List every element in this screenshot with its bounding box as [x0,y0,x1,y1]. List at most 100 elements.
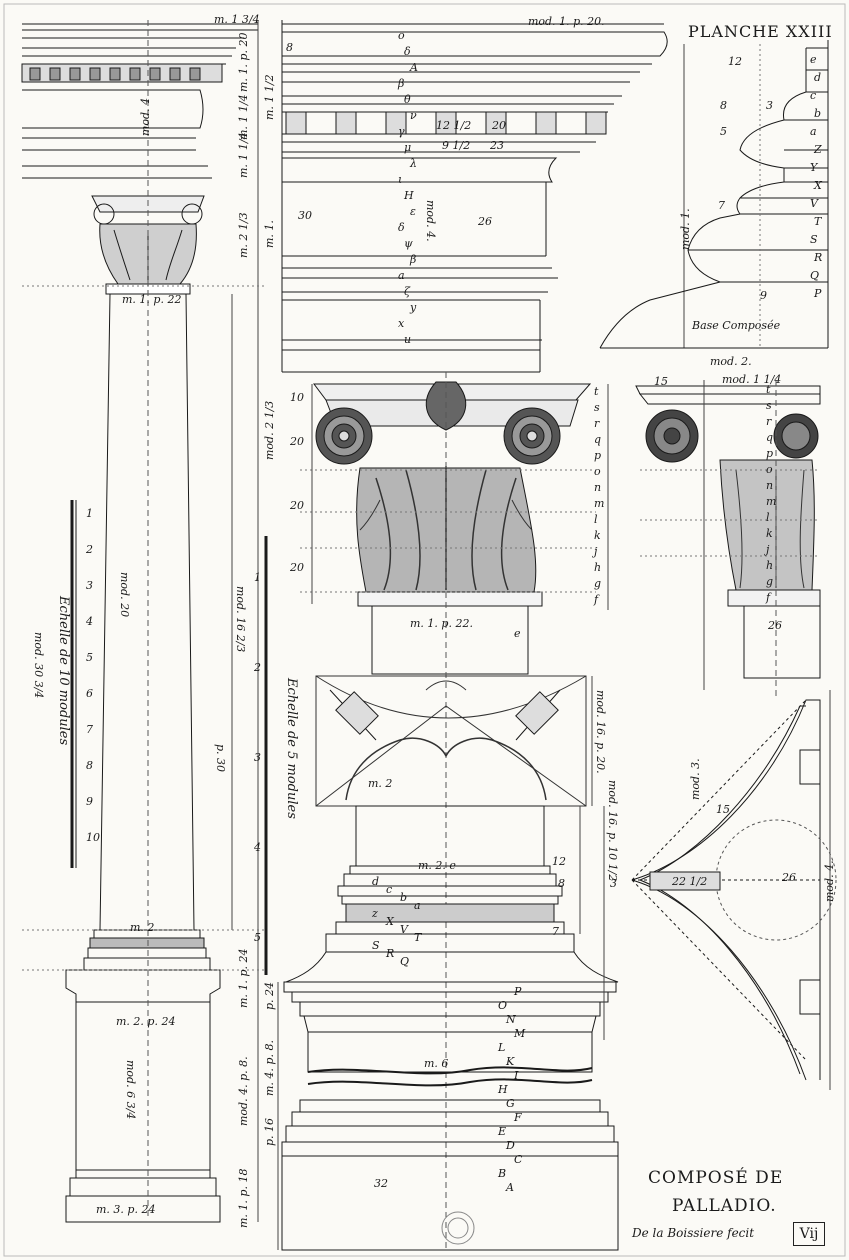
arch: m. 1 1/4 [237,132,250,178]
capital-letter: t [594,385,599,398]
scale-bar-10-modules [70,500,77,868]
entab-mod4: mod. 4. [424,200,437,242]
pedestal-letter: M [514,1027,526,1040]
base-profile [599,40,829,349]
capital-20a: 20 [290,435,304,448]
entablature-letter: δ [404,45,411,58]
pedestal-p: m. 1. p. 24 [237,948,250,1008]
base-letter: Y [810,161,818,174]
caption-line-2: PALLADIO. [672,1196,777,1216]
side-capital-letter: h [766,559,774,572]
side-capital-letter: q [766,431,774,444]
base-letter: c [810,89,817,102]
page-number: Vij [793,1222,825,1246]
pedestal-12: 12 [552,855,566,868]
scale-tick: 5 [86,651,93,664]
entablature-letter: β [398,77,405,90]
base-letter: R [814,251,823,264]
pedestal-letter: G [506,1097,515,1110]
scale-tick: 1 [254,571,261,584]
pedestal-m6: m. 6 [424,1057,449,1070]
base-letter: V [810,197,818,210]
capital-label: m. 1. p. 22. [410,617,473,630]
scale-tick: 2 [254,661,261,674]
pedestal-letter: S [372,939,380,952]
pedestal-letter: H [498,1083,508,1096]
sixteen-modules: mod. 16 2/3 [234,586,247,653]
pedestal-letter: V [400,923,408,936]
capital-height: m. 2 1/3 [237,212,250,258]
entab-9: 9 1/2 [442,139,471,152]
base-12: 12 [728,55,742,68]
capital-letter: f [594,593,599,606]
pedestal-letter: a [414,899,421,912]
foot: m. 1. p. 18 [237,1168,250,1228]
pedestal-height: mod. 6 3/4 [124,1060,137,1120]
plate-frame [3,3,846,1257]
side-capital-letter: o [766,463,773,476]
capital-letter: r [594,417,600,430]
side-capital-letter: p [766,447,774,460]
side-capital-letter: n [766,479,774,492]
scale-5-label: Echelle de 5 modules [284,678,299,819]
entablature-letter: γ [398,125,405,138]
pedestal-letter: B [498,1167,507,1180]
entablature-letter: δ [398,221,405,234]
plan-26: 26 [782,871,796,884]
base-letter: T [814,215,822,228]
entablature-letter: ζ [404,285,410,298]
entablature-letter: ν [410,109,417,122]
entablature-letter: ε [410,205,416,218]
entab-8: 8 [286,41,293,54]
entablature-letter: y [410,301,417,314]
entablature-mod: mod. 4 [139,97,152,136]
plinth-p: m. 2. p. 24 [116,1015,176,1028]
entablature-letter: λ [410,157,417,170]
capital-20b: 20 [290,499,304,512]
pedestal-letter: X [386,915,394,928]
pedestal-letter: d [372,875,380,888]
entab-30: 30 [298,209,312,222]
engraver-signature: De la Boissiere fecit [632,1226,755,1240]
scale-tick: 3 [86,579,93,592]
scale-10-label: Echelle de 10 modules [56,596,71,746]
plan-mod3: mod. 3. [689,758,702,800]
pedestal-p24: p. 24 [263,981,276,1010]
scale-tick: 8 [86,759,93,772]
side-capital-elevation [635,380,821,700]
pedestal-base: m. 3. p. 24 [96,1203,156,1216]
plan-m2: m. 2 [368,777,393,790]
pedestal-detail [277,805,619,1251]
side-plan [631,690,837,1090]
pedestal-letter: N [506,1013,516,1026]
base-5: 5 [720,125,727,138]
base-letter: S [810,233,818,246]
capital-letter: h [594,561,602,574]
pedestal-letter: D [506,1139,515,1152]
pedestal-letter: Q [400,955,410,968]
base-7: 7 [718,199,725,212]
die-height: mod. 4. p. 8. [237,1056,250,1126]
scale-tick: 4 [86,615,93,628]
entab-12: 12 1/2 [436,119,472,132]
side-capital-letter: r [766,415,772,428]
pedestal-letter: K [506,1055,515,1068]
pedestal-letter: A [506,1181,514,1194]
entablature-letter: θ [404,93,411,106]
entablature-letter: ψ [404,237,413,250]
scale-tick: 4 [254,841,261,854]
base-letter: P [814,287,822,300]
side-26: 26 [768,619,782,632]
base-letter: Q [810,269,820,282]
pedestal-m2e: m. 2. e [418,859,456,872]
entablature-letter: o [398,29,405,42]
side-capital-letter: l [766,511,770,524]
pedestal-letter: E [498,1125,507,1138]
scale-tick: 2 [86,543,93,556]
pedestal-m4: m. 4. p. 8. [263,1040,276,1096]
base-3: 3 [766,99,773,112]
caption-line-1: COMPOSÉ DE [648,1168,784,1188]
scale-tick: 1 [86,507,93,520]
